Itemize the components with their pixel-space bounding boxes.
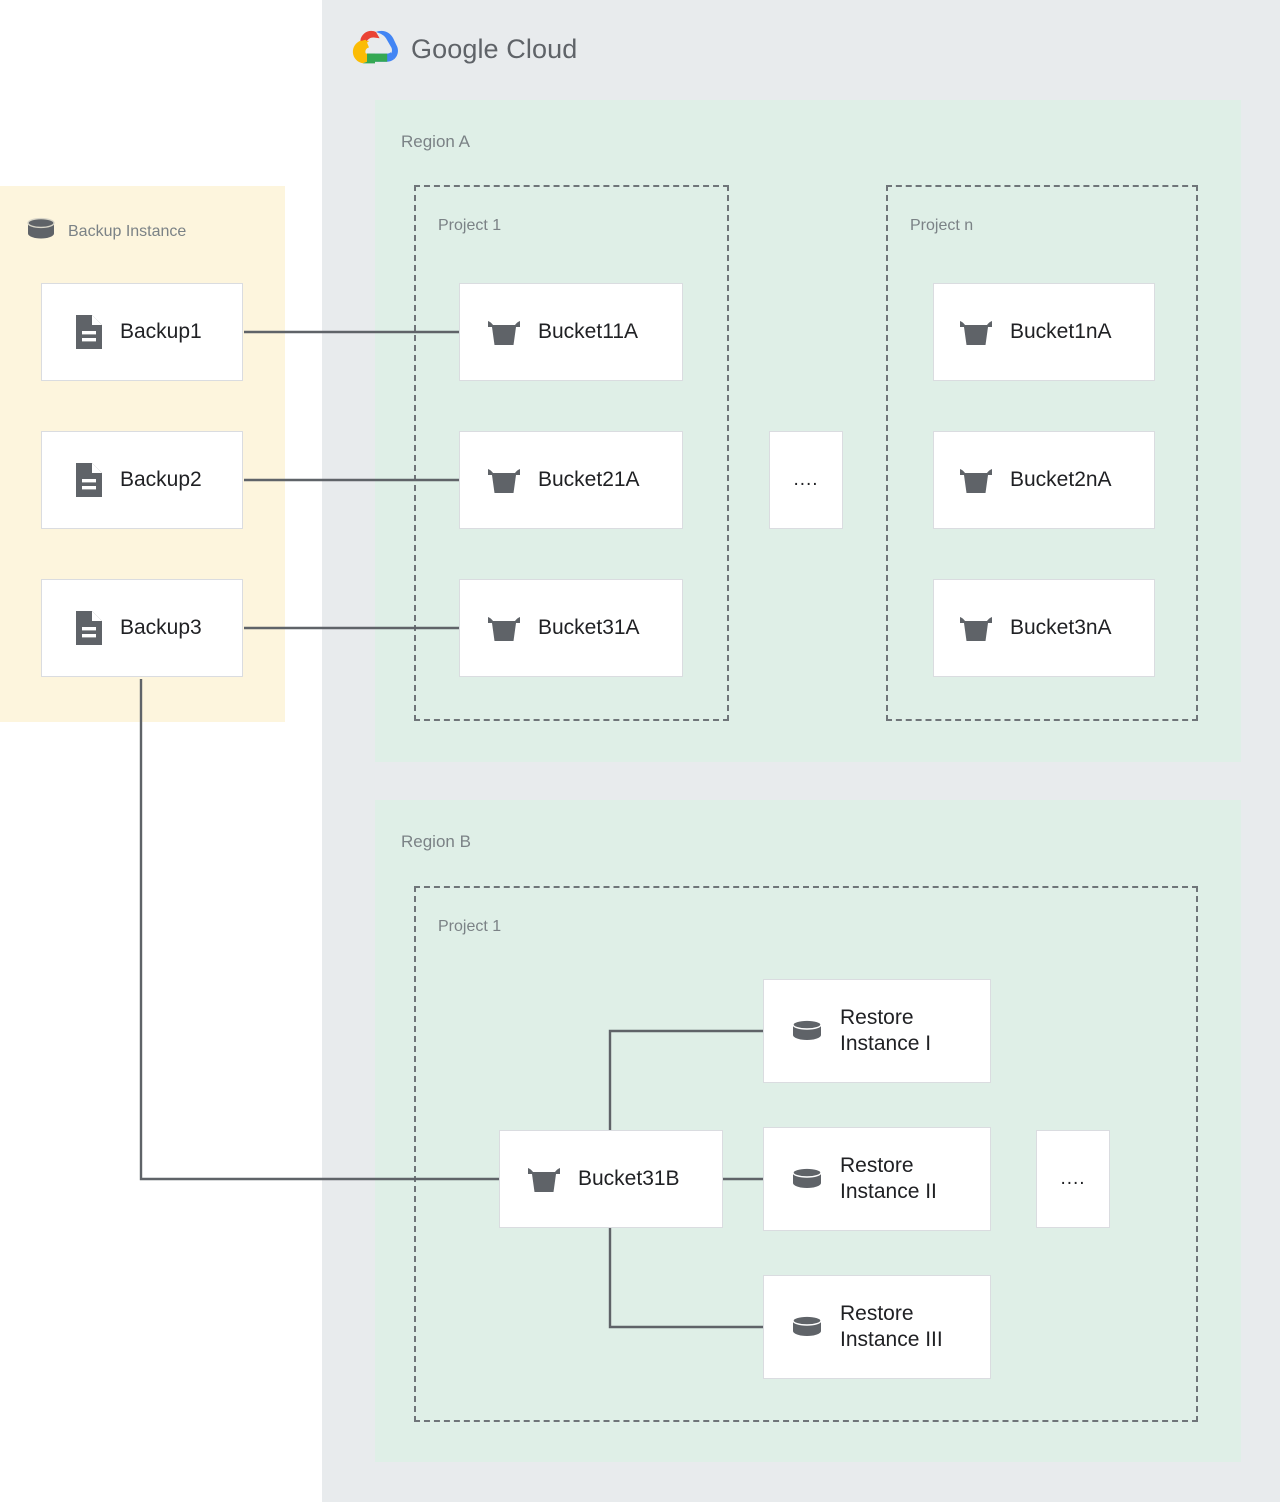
backup-card-label: Backup2 (120, 467, 202, 491)
backup-card-label: Backup3 (120, 615, 202, 639)
bucket-icon (958, 464, 994, 496)
bucket-card-bucket31a[interactable]: Bucket31A (459, 579, 683, 677)
region-a-project-1-label: Project 1 (438, 217, 502, 234)
database-icon (790, 1312, 824, 1342)
region-b-project-1-label: Project 1 (438, 918, 502, 935)
ellipsis-label: .... (793, 469, 819, 491)
google-cloud-cloud-icon (352, 28, 398, 71)
document-icon (74, 610, 104, 646)
bucket-card-label: Bucket21A (538, 467, 640, 491)
google-cloud-logo: Google Cloud (352, 28, 577, 71)
ellipsis-label: .... (1060, 1168, 1086, 1190)
bucket-icon (486, 316, 522, 348)
ellipsis-card-region-b: .... (1036, 1130, 1110, 1228)
bucket-card-bucket3na[interactable]: Bucket3nA (933, 579, 1155, 677)
backup-card-backup2[interactable]: Backup2 (41, 431, 243, 529)
restore-instance-label: Restore Instance I (840, 1005, 932, 1055)
restore-instance-card-i[interactable]: Restore Instance I (763, 979, 991, 1083)
restore-instance-card-iii[interactable]: Restore Instance III (763, 1275, 991, 1379)
database-icon (790, 1164, 824, 1194)
restore-instance-label: Restore Instance II (840, 1153, 937, 1203)
region-a-project-1-container: Project 1 (414, 185, 729, 721)
bucket-icon (486, 612, 522, 644)
region-a-project-n-label: Project n (910, 217, 974, 234)
database-icon (26, 216, 56, 247)
bucket-card-bucket21a[interactable]: Bucket21A (459, 431, 683, 529)
bucket-icon (486, 464, 522, 496)
database-icon (790, 1016, 824, 1046)
bucket-card-label: Bucket31A (538, 615, 640, 639)
bucket-card-label: Bucket3nA (1010, 615, 1112, 639)
restore-instance-label: Restore Instance III (840, 1301, 943, 1351)
restore-instance-card-ii[interactable]: Restore Instance II (763, 1127, 991, 1231)
document-icon (74, 314, 104, 350)
backup-card-backup3[interactable]: Backup3 (41, 579, 243, 677)
ellipsis-card-region-a: .... (769, 431, 843, 529)
region-a-project-n-container: Project n (886, 185, 1198, 721)
bucket-card-label: Bucket31B (578, 1166, 680, 1190)
bucket-card-bucket31b[interactable]: Bucket31B (499, 1130, 723, 1228)
backup-instance-title: Backup Instance (68, 222, 187, 240)
backup-instance-header: Backup Instance (26, 216, 186, 247)
bucket-icon (958, 612, 994, 644)
region-b-label: Region B (401, 832, 471, 851)
bucket-card-bucket2na[interactable]: Bucket2nA (933, 431, 1155, 529)
bucket-icon (958, 316, 994, 348)
backup-card-label: Backup1 (120, 319, 202, 343)
bucket-card-label: Bucket11A (538, 319, 639, 343)
bucket-card-bucket11a[interactable]: Bucket11A (459, 283, 683, 381)
bucket-icon (526, 1163, 562, 1195)
backup-card-backup1[interactable]: Backup1 (41, 283, 243, 381)
bucket-card-bucket1na[interactable]: Bucket1nA (933, 283, 1155, 381)
google-cloud-wordmark: Google Cloud (411, 34, 578, 64)
document-icon (74, 462, 104, 498)
region-a-label: Region A (401, 132, 470, 151)
bucket-card-label: Bucket2nA (1010, 467, 1112, 491)
bucket-card-label: Bucket1nA (1010, 319, 1112, 343)
